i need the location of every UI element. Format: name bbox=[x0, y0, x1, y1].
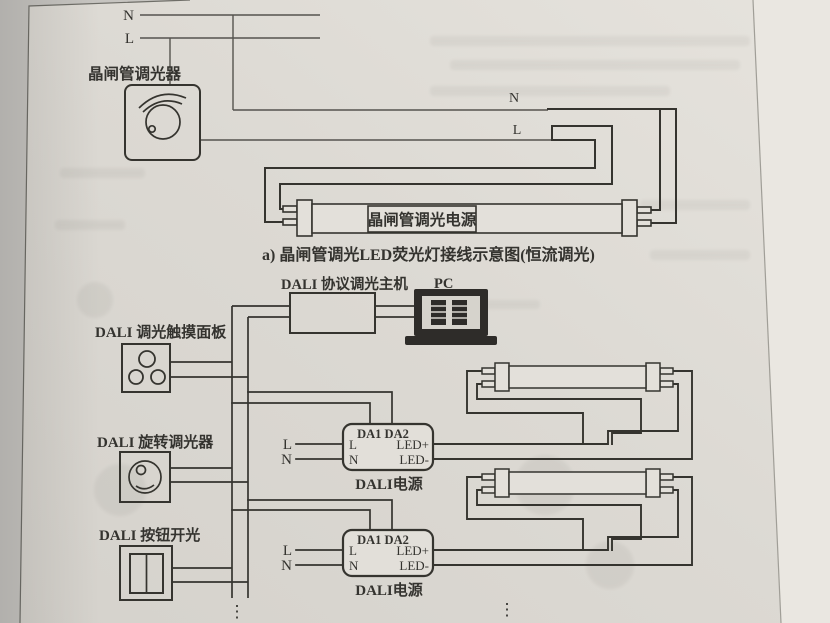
bus-ellipsis: ⋮ bbox=[229, 602, 246, 621]
n-feed-path bbox=[547, 108, 677, 224]
touch-button bbox=[150, 369, 166, 385]
pc-icon bbox=[405, 289, 497, 345]
dali-host-label: DALI 协议调光主机 bbox=[281, 275, 408, 293]
psu1-da2-branch bbox=[247, 391, 393, 425]
psu1-da1-branch bbox=[231, 402, 371, 425]
rotary-dimmer-box bbox=[119, 451, 171, 503]
psu1-led-minus-terminal: LED- bbox=[399, 452, 429, 467]
button-switch-label: DALI 按钮开光 bbox=[99, 526, 200, 544]
tube-power-label-box bbox=[367, 205, 477, 233]
button-switch-box bbox=[119, 545, 173, 601]
pc-label: PC bbox=[434, 276, 453, 292]
rotary-knob-icon bbox=[128, 460, 162, 494]
mid-l-label: L bbox=[513, 123, 522, 138]
laptop-screen bbox=[422, 296, 480, 329]
psu2-led-minus-terminal: LED- bbox=[399, 558, 429, 573]
psu1-ext-l-label: L bbox=[283, 437, 292, 453]
psu1-led-plus-terminal: LED+ bbox=[396, 437, 429, 452]
tube-pin bbox=[636, 219, 652, 227]
thyristor-diagram: N L 晶闸管调光器 N L 晶闸 bbox=[88, 8, 677, 264]
tube-power-label: 晶闸管调光电源 bbox=[368, 210, 477, 229]
psu1-ext-n-label: N bbox=[281, 452, 292, 468]
psu2-box bbox=[341, 528, 435, 578]
psu1-n-terminal: N bbox=[349, 452, 359, 467]
psu2-da2-branch bbox=[247, 499, 393, 531]
touch-button bbox=[128, 369, 144, 385]
dimmer-box bbox=[124, 84, 201, 161]
touch-panel-box bbox=[121, 343, 171, 393]
dimmer-knob-icon bbox=[138, 93, 187, 140]
psu2-da1-branch bbox=[231, 509, 371, 531]
psu1-l-terminal: L bbox=[349, 437, 357, 452]
psu2-da-terminals: DA1 DA2 bbox=[357, 533, 409, 547]
touch-panel-label: DALI 调光触摸面板 bbox=[95, 323, 227, 341]
tube-pin bbox=[282, 205, 298, 213]
dali-host-box bbox=[289, 292, 376, 334]
tube-pin bbox=[282, 218, 298, 226]
psu2-name: DALI电源 bbox=[355, 581, 423, 599]
psu2-led-plus-terminal: LED+ bbox=[396, 543, 429, 558]
laptop-base bbox=[405, 336, 497, 345]
right-ellipsis: ⋮ bbox=[499, 600, 516, 619]
n-branch-path bbox=[650, 108, 661, 211]
rotary-dimmer-label: DALI 旋转调光器 bbox=[97, 433, 214, 451]
psu1-name: DALI电源 bbox=[355, 475, 423, 493]
tube-end-cap bbox=[296, 199, 313, 237]
l-rail-label: L bbox=[125, 31, 134, 47]
mid-n-label: N bbox=[509, 91, 519, 106]
touch-panel-buttons bbox=[128, 350, 166, 385]
psu1-box bbox=[341, 422, 435, 472]
psu1-da-terminals: DA1 DA2 bbox=[357, 427, 409, 441]
dimmer-label: 晶闸管调光器 bbox=[88, 64, 182, 83]
psu2-ext-l-label: L bbox=[283, 543, 292, 559]
touch-button bbox=[138, 350, 156, 368]
n-rail-label: N bbox=[123, 8, 134, 24]
psu2-n-terminal: N bbox=[349, 558, 359, 573]
dali-diagram: DALI 协议调光主机 PC DALI 调光触摸面板 bbox=[95, 275, 693, 621]
l-feed-path-inner bbox=[279, 125, 613, 210]
psu2-l-terminal: L bbox=[349, 543, 357, 558]
caption-a: a) 晶闸管调光LED荧光灯接线示意图(恒流调光) bbox=[262, 245, 595, 264]
l-feed-path-outer bbox=[264, 139, 596, 223]
tube-pin bbox=[636, 206, 652, 214]
psu2-ext-n-label: N bbox=[281, 558, 292, 574]
tube-end-cap bbox=[621, 199, 638, 237]
